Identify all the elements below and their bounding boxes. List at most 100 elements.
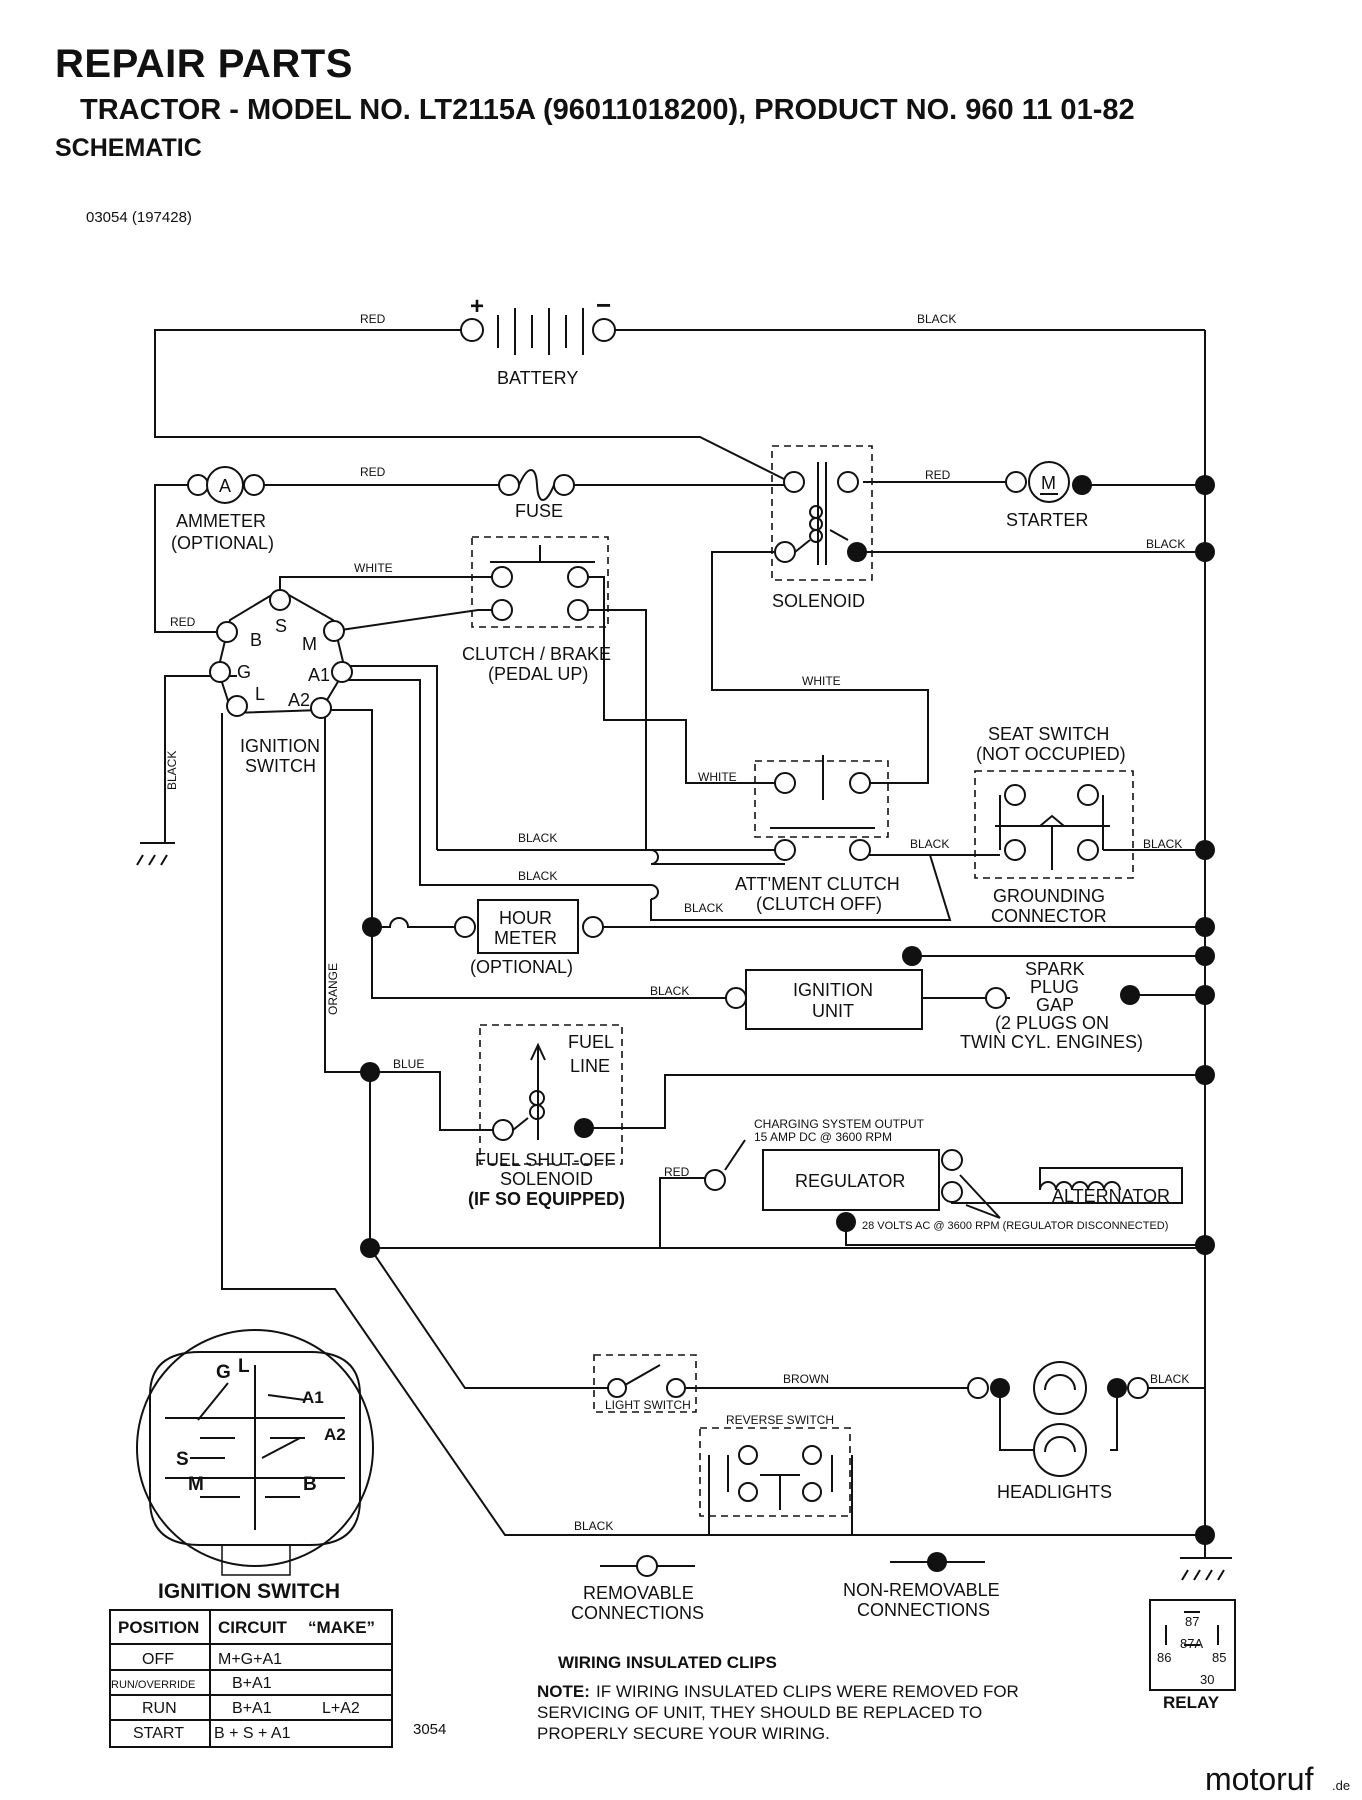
wire-label-red: RED <box>664 1165 690 1179</box>
wire-label-black: BLACK <box>650 984 689 998</box>
table-header-circuit: CIRCUIT <box>218 1618 288 1637</box>
table-cell-position: START <box>133 1725 184 1742</box>
table-cell-circuit: M+G+A1 <box>218 1651 282 1668</box>
wire-label-black: BLACK <box>518 869 557 883</box>
wire-label-red: RED <box>170 615 196 629</box>
legend-removable-sub: CONNECTIONS <box>571 1603 704 1623</box>
wire-label-red: RED <box>360 465 386 479</box>
detail-B: B <box>303 1474 317 1495</box>
table-cell-position: OFF <box>142 1651 174 1668</box>
ignition-switch-detail: G L A1 S A2 M B <box>136 1329 374 1576</box>
wire-label-black: BLACK <box>165 751 179 790</box>
diagram-code: 3054 <box>413 1721 446 1738</box>
ignition-switch: B S M G A1 L A2 IGNITION SWITCH <box>209 588 353 776</box>
hour-meter: HOUR METER (OPTIONAL) <box>454 899 604 977</box>
fuel-line-label: FUEL <box>568 1032 614 1052</box>
spark-plug-label-1: SPARK <box>1025 959 1085 979</box>
note-line-3: PROPERLY SECURE YOUR WIRING. <box>537 1724 830 1743</box>
wire-label-white: WHITE <box>698 770 737 784</box>
page-title: REPAIR PARTS <box>55 42 353 86</box>
clutch-brake-switch: CLUTCH / BRAKE (PEDAL UP) <box>462 536 611 684</box>
attachment-clutch-switch: ATT'MENT CLUTCH (CLUTCH OFF) <box>735 755 900 914</box>
spark-plug-label-5: TWIN CYL. ENGINES) <box>960 1032 1143 1052</box>
wire-label-blue: BLUE <box>393 1057 424 1071</box>
clips-title: WIRING INSULATED CLIPS <box>558 1653 777 1672</box>
ground-bus-junctions <box>360 475 1215 1545</box>
ignition-table-title: IGNITION SWITCH <box>158 1580 340 1603</box>
seat-switch-sub-label: (NOT OCCUPIED) <box>976 744 1126 764</box>
ignition-switch-label: IGNITION <box>240 736 320 756</box>
wire-label-black: BLACK <box>574 1519 613 1533</box>
note-line-1: IF WIRING INSULATED CLIPS WERE REMOVED F… <box>596 1682 1019 1701</box>
terminal-M: M <box>302 634 317 654</box>
wire-label-white: WHITE <box>354 561 393 575</box>
relay-symbol: 87 87A 86 85 30 RELAY <box>1149 1599 1236 1712</box>
terminal-S: S <box>275 616 287 636</box>
hour-meter-label-2: METER <box>494 928 557 948</box>
legend-removable: REMOVABLE <box>583 1583 694 1603</box>
wire-label-black: BLACK <box>910 837 949 851</box>
watermark-suffix: .de <box>1332 1778 1350 1793</box>
reverse-switch-label: REVERSE SWITCH <box>726 1413 834 1427</box>
grounding-connector-sub-label: CONNECTOR <box>991 906 1107 926</box>
spark-plug-label-4: (2 PLUGS ON <box>995 1013 1109 1033</box>
terminal-L: L <box>255 684 265 704</box>
section-title: SCHEMATIC <box>55 134 202 162</box>
battery-minus: − <box>596 290 611 320</box>
detail-G: G <box>216 1362 231 1383</box>
detail-A1: A1 <box>302 1388 324 1407</box>
fuel-shutoff-label: FUEL SHUT-OFF <box>475 1150 615 1170</box>
terminal-A2: A2 <box>288 690 310 710</box>
clutch-label: CLUTCH / BRAKE <box>462 644 611 664</box>
seat-switch: SEAT SWITCH (NOT OCCUPIED) GROUNDING CON… <box>974 724 1134 926</box>
grounding-connector-label: GROUNDING <box>993 886 1105 906</box>
regulator-label: REGULATOR <box>795 1171 905 1191</box>
ammeter-symbol: A <box>219 476 231 496</box>
relay-pin-85: 85 <box>1212 1650 1226 1665</box>
light-switch: LIGHT SWITCH <box>593 1354 697 1413</box>
hour-meter-optional: (OPTIONAL) <box>470 957 573 977</box>
diagram-part-number: 03054 (197428) <box>86 209 192 226</box>
spark-plug-label-2: PLUG <box>1030 977 1079 997</box>
fuse: FUSE <box>498 469 575 521</box>
starter-symbol: M <box>1041 473 1056 493</box>
terminal-A1: A1 <box>308 665 330 685</box>
attment-clutch-sub-label: (CLUTCH OFF) <box>756 894 882 914</box>
solenoid-label: SOLENOID <box>772 591 865 611</box>
table-cell-circuit: B+A1 <box>232 1675 272 1692</box>
page-subtitle: TRACTOR - MODEL NO. LT2115A (96011018200… <box>80 94 1135 126</box>
wire-label-white: WHITE <box>802 674 841 688</box>
ignition-unit-label: IGNITION <box>793 980 873 1000</box>
charging-output-label: CHARGING SYSTEM OUTPUT <box>754 1117 925 1131</box>
ignition-table: IGNITION SWITCH POSITION CIRCUIT “MAKE” … <box>109 1580 393 1748</box>
attment-clutch-label: ATT'MENT CLUTCH <box>735 874 900 894</box>
wire-label-red: RED <box>925 468 951 482</box>
detail-L: L <box>238 1356 250 1377</box>
fuel-line-sub-label: LINE <box>570 1056 610 1076</box>
table-cell-circuit: B+A1 <box>232 1700 272 1717</box>
ignition-unit-sub-label: UNIT <box>812 1001 854 1021</box>
fuel-shutoff-note: (IF SO EQUIPPED) <box>468 1189 625 1209</box>
clutch-sub-label: (PEDAL UP) <box>488 664 588 684</box>
hour-meter-label: HOUR <box>499 908 552 928</box>
detail-A2: A2 <box>324 1425 346 1444</box>
note-line-2: SERVICING OF UNIT, THEY SHOULD BE REPLAC… <box>537 1703 982 1722</box>
alternator-label: ALTERNATOR <box>1052 1186 1170 1206</box>
watermark-brand: motoruf <box>1205 1761 1314 1797</box>
wire-label-black: BLACK <box>917 312 956 326</box>
table-row: OFF M+G+A1 <box>142 1651 282 1668</box>
charging-output-value: 15 AMP DC @ 3600 RPM <box>754 1130 892 1144</box>
relay-pin-87a: 87A <box>1180 1636 1203 1651</box>
solenoid: SOLENOID <box>771 445 873 611</box>
table-header-position: POSITION <box>118 1618 199 1637</box>
wire-label-black: BLACK <box>518 831 557 845</box>
relay-label: RELAY <box>1163 1693 1220 1712</box>
starter-label: STARTER <box>1006 510 1088 530</box>
ammeter: A AMMETER (OPTIONAL) <box>171 466 274 553</box>
ammeter-label: AMMETER <box>176 511 266 531</box>
wire-label-black: BLACK <box>684 901 723 915</box>
terminal-G: G <box>237 662 251 682</box>
spark-plug-label-3: GAP <box>1036 995 1074 1015</box>
table-row: RUN/OVERRIDE B+A1 <box>111 1675 272 1692</box>
